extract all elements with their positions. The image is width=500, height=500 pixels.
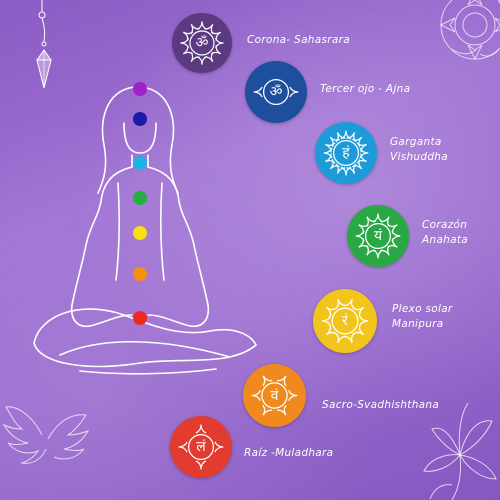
chakra-symbol: रं — [342, 313, 348, 329]
manipura-icon: रं — [313, 289, 377, 353]
chakra-label: Sacro-Svadhishthana — [322, 398, 439, 413]
sahasrara-icon: ॐ — [172, 13, 232, 73]
chakra-label: Corona- Sahasrara — [247, 33, 350, 48]
chakra-symbol: यं — [373, 228, 383, 244]
mandala-icon — [439, 0, 500, 61]
chakra-petals — [355, 213, 401, 259]
chakra-name: Raíz -Muladhara — [244, 447, 334, 459]
chakra-symbol: वं — [270, 387, 279, 404]
body-chakra-dot — [133, 82, 147, 96]
chakra-sanskrit-name: Anahata — [422, 234, 469, 246]
chakra-sanskrit-name: Manipura — [392, 318, 444, 330]
body-chakra-dot — [133, 112, 147, 126]
meditating-figure-outline — [33, 86, 257, 375]
chakra-petals — [253, 78, 299, 106]
chakra-name: Corazón — [422, 219, 468, 231]
chakra-petals — [323, 130, 369, 176]
chakra-label: Raíz -Muladhara — [244, 446, 333, 461]
anahata-icon: यं — [347, 205, 409, 267]
svadhishthana-icon: वं — [243, 364, 306, 427]
chakra-name: Garganta — [390, 136, 442, 148]
lily-flower-icon — [423, 402, 497, 500]
chakra-symbol: ॐ — [195, 35, 209, 51]
chakra-symbol: हं — [342, 145, 350, 161]
body-chakra-dot — [133, 156, 147, 170]
chakra-petals — [178, 424, 224, 470]
vishuddha-icon: हं — [315, 122, 377, 184]
chakra-symbol: ॐ — [269, 84, 283, 100]
chakra-sanskrit-name: Vishuddha — [390, 151, 448, 163]
chakra-symbol: लं — [196, 439, 206, 455]
muladhara-icon: लं — [170, 416, 232, 478]
body-chakra-dot — [133, 191, 147, 205]
body-chakra-dot — [133, 226, 147, 240]
chakra-name: Tercer ojo - Ajna — [320, 83, 411, 95]
angel-wings-icon — [2, 406, 90, 464]
chakra-name: Corona- Sahasrara — [247, 34, 350, 46]
chakra-petals — [251, 375, 298, 416]
ajna-icon: ॐ — [245, 61, 307, 123]
chakra-name: Sacro-Svadhishthana — [322, 399, 440, 411]
chakra-label: Tercer ojo - Ajna — [320, 82, 410, 97]
pendulum-icon — [36, 0, 52, 89]
chakra-petals — [321, 298, 369, 344]
body-chakra-dot — [133, 311, 147, 325]
body-chakra-dot — [133, 267, 147, 281]
chakra-petals — [180, 21, 224, 65]
chakra-name: Plexo solar — [392, 303, 453, 315]
